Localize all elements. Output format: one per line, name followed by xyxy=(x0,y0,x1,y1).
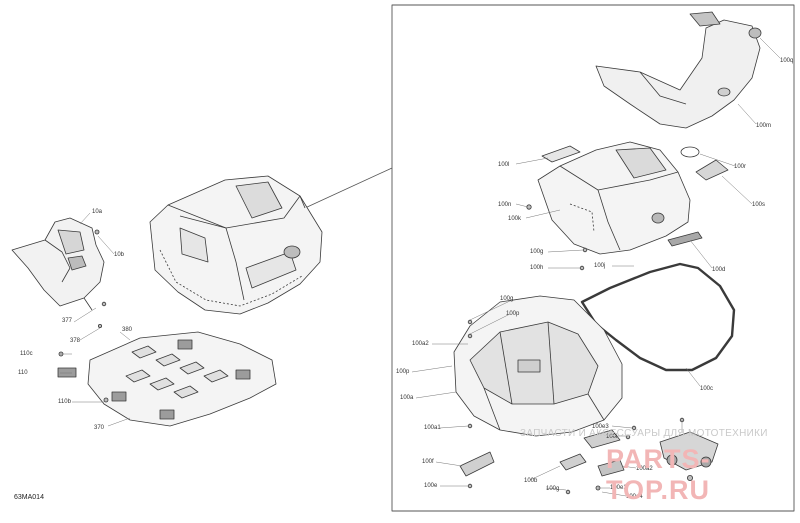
gasket-100r xyxy=(680,146,700,158)
callout-100h: 100h xyxy=(530,265,544,271)
callout-10a: 10a xyxy=(92,209,103,215)
callout-100e1: 100e1 xyxy=(610,485,627,491)
callout-100e3: 100e3 xyxy=(592,424,609,430)
pad-100s xyxy=(695,159,729,181)
callout-380: 380 xyxy=(122,327,133,333)
callout-100a1: 100a1 xyxy=(424,425,441,431)
callout-100n: 100n xyxy=(498,202,512,208)
callout-110: 110 xyxy=(18,370,28,376)
seal-inner-line xyxy=(585,266,732,368)
detail-connector-line xyxy=(304,167,393,209)
seal-100c xyxy=(580,262,736,372)
callout-100i: 100i xyxy=(606,434,618,440)
callout-100g-bot: 100g xyxy=(546,486,560,492)
callout-110b: 110b xyxy=(58,399,71,405)
callout-100s: 100s xyxy=(752,202,766,208)
callout-100p-left: 100p xyxy=(396,369,410,375)
storage-box-overview xyxy=(149,175,323,315)
knob-100q xyxy=(748,27,762,39)
callout-10b: 10b xyxy=(114,252,125,258)
fairing-part-10a xyxy=(11,217,105,311)
callout-100a2: 100a2 xyxy=(412,341,429,347)
callout-100a: 100a xyxy=(400,395,414,401)
bottom-hardware xyxy=(459,204,719,495)
callout-377: 377 xyxy=(62,318,73,324)
callout-100b: 100b xyxy=(524,478,538,484)
skid-plate-370 xyxy=(57,331,277,427)
callout-100k: 100k xyxy=(508,216,522,222)
right-leader-lines xyxy=(411,37,781,497)
callout-370: 370 xyxy=(94,425,105,431)
callout-110c: 110c xyxy=(20,351,33,357)
callout-100q: 100q xyxy=(780,58,794,64)
callout-100r: 100r xyxy=(734,164,747,170)
detail-frame xyxy=(391,4,795,512)
callout-100c: 100c xyxy=(700,386,714,392)
handle-100d xyxy=(667,231,703,247)
callout-100m: 100m xyxy=(756,123,772,129)
watermark-line1: ЗАПЧАСТИ И АКСЕССУАРЫ ДЛЯ МОТОТЕХНИКИ xyxy=(520,428,768,439)
callout-100l: 100l xyxy=(498,162,510,168)
drawing-code: 63MA014 xyxy=(14,494,44,501)
callout-100a2-bot: 100a2 xyxy=(636,466,653,472)
callout-100e4: 100e4 xyxy=(626,494,643,500)
callout-100g-top: 100g xyxy=(530,249,544,255)
watermark-line2: PARTS-TOP.RU xyxy=(606,444,711,505)
callout-100j: 100j xyxy=(594,263,606,269)
callout-378: 378 xyxy=(70,338,81,344)
callout-100g-mid: 100g xyxy=(500,296,514,302)
callout-100p: 100p xyxy=(506,311,520,317)
callout-100f: 100f xyxy=(422,459,434,465)
pad-100l xyxy=(541,145,581,163)
top-trim-100m xyxy=(595,11,761,129)
base-tub-100a xyxy=(453,295,623,437)
left-leader-lines xyxy=(60,212,131,427)
callout-100d: 100d xyxy=(712,267,726,273)
lid-100k xyxy=(537,141,691,255)
callout-100e: 100e xyxy=(424,483,438,489)
